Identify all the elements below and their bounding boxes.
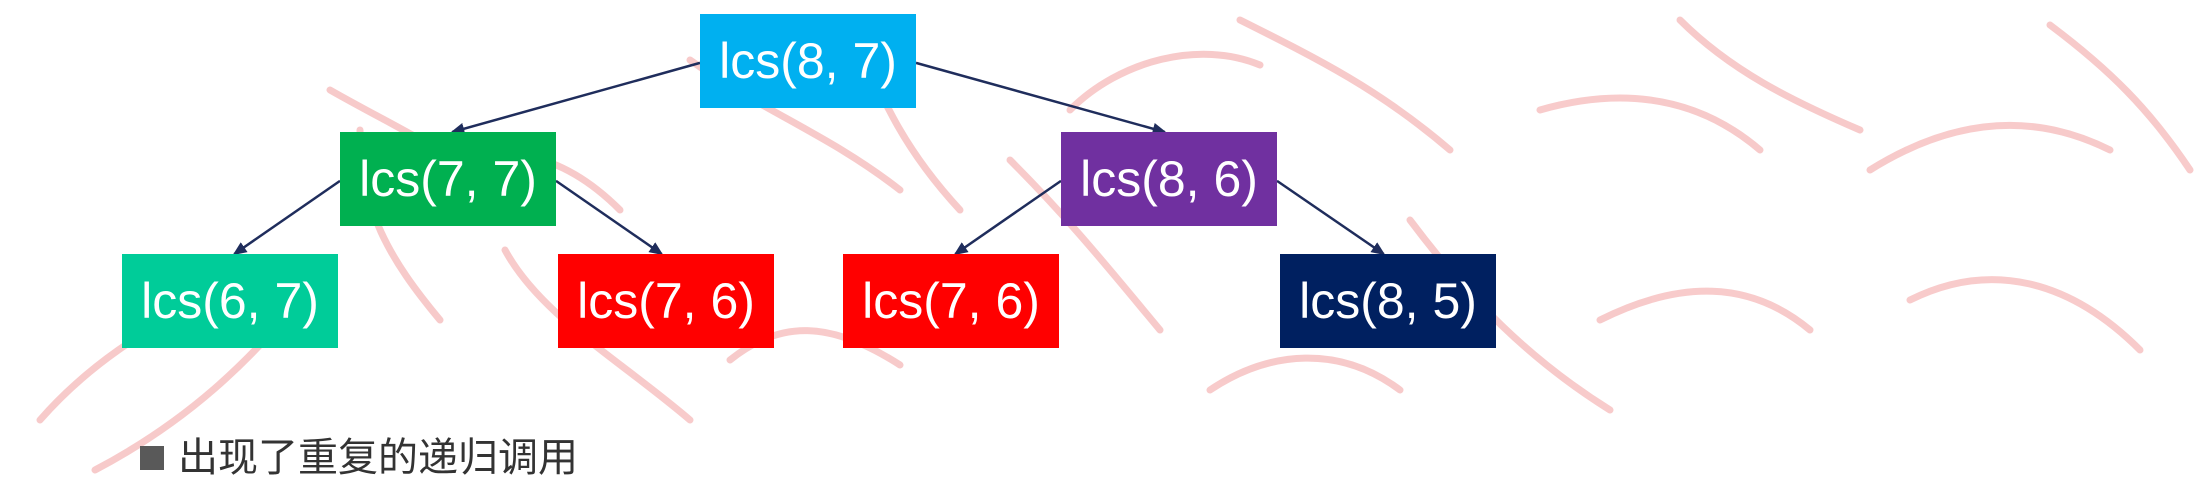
tree-node-root-label: lcs(8, 7) — [719, 33, 897, 89]
repeated-calls-note-text: 出现了重复的递归调用 — [178, 435, 578, 481]
tree-edge-root-to-left — [450, 61, 701, 135]
tree-node-left: lcs(7, 7) — [340, 132, 556, 226]
tree-node-right-label: lcs(8, 6) — [1080, 151, 1258, 207]
tree-node-leaf4-label: lcs(8, 5) — [1299, 273, 1477, 329]
tree-node-left-label: lcs(7, 7) — [359, 151, 537, 207]
tree-edge-left-to-leaf1 — [232, 179, 341, 256]
tree-edge-root-to-right — [915, 61, 1167, 135]
tree-node-leaf3-label: lcs(7, 6) — [862, 273, 1040, 329]
tree-edge-right-to-leaf3 — [953, 179, 1062, 256]
tree-edge-left-to-leaf2 — [555, 179, 664, 256]
repeated-calls-note: 出现了重复的递归调用 — [140, 438, 578, 478]
tree-node-leaf2: lcs(7, 6) — [558, 254, 774, 348]
tree-node-leaf1: lcs(6, 7) — [122, 254, 338, 348]
tree-node-right: lcs(8, 6) — [1061, 132, 1277, 226]
tree-node-leaf4: lcs(8, 5) — [1280, 254, 1496, 348]
tree-node-leaf3: lcs(7, 6) — [843, 254, 1059, 348]
tree-node-leaf2-label: lcs(7, 6) — [577, 273, 755, 329]
tree-node-root: lcs(8, 7) — [700, 14, 916, 108]
square-bullet-icon — [140, 446, 164, 470]
tree-node-leaf1-label: lcs(6, 7) — [141, 273, 319, 329]
tree-edge-right-to-leaf4 — [1276, 179, 1386, 256]
